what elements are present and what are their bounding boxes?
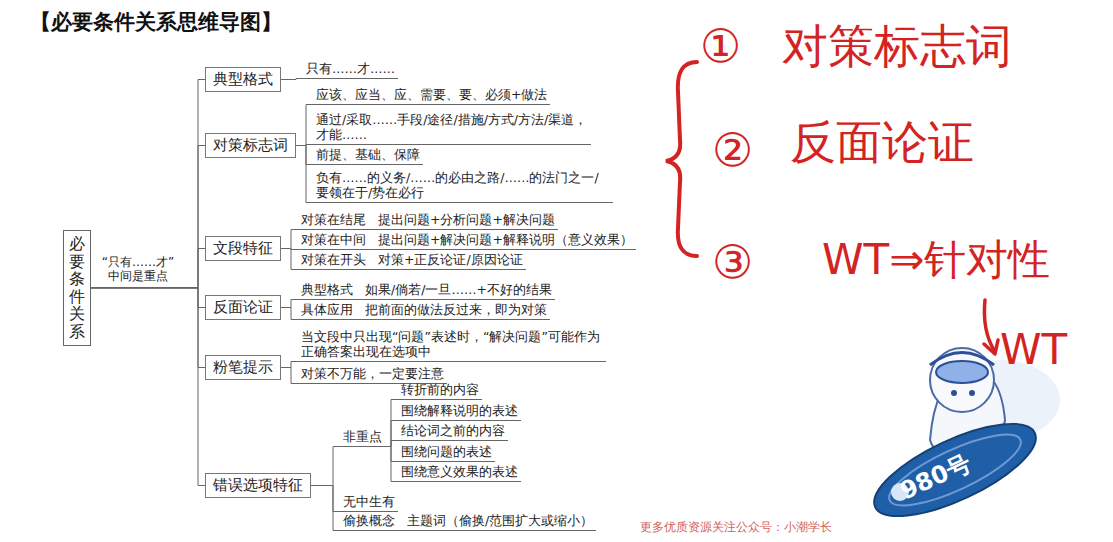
- branch-note: “只有……才” 中间是重点: [92, 255, 184, 283]
- leaf-item: 前提、基础、保障: [313, 147, 423, 165]
- node-body: 主题词（偷换/范围扩大或缩小）: [407, 513, 593, 528]
- node-text: 无中生有: [343, 494, 395, 509]
- red-arrow: [984, 300, 994, 350]
- node-text: 对策在开头: [301, 252, 366, 267]
- leaf-item: 无中生有: [340, 494, 398, 512]
- node-text: 对策不万能，一定要注意: [301, 366, 444, 381]
- branch-connector: [385, 421, 398, 447]
- branch-box: 文段特征: [205, 236, 281, 261]
- mascot: [863, 348, 1060, 534]
- node-text: 反面论证: [213, 298, 273, 316]
- branch-connector: [385, 400, 398, 447]
- leaf-item: 围绕解释说明的表述: [398, 403, 521, 421]
- leaf-item: 围绕意义效果的表述: [398, 464, 521, 482]
- handwritten-number: ③: [712, 236, 753, 288]
- node-text: 通过/采取……手段/途径/措施/方式/方法/渠道，才能……: [316, 112, 587, 142]
- leaf-item: 当文段中只出现“问题”表述时，“解决问题”可能作为正确答案出现在选项中: [298, 329, 606, 362]
- node-text: 必要条件关系: [69, 235, 85, 341]
- handwritten-note: WT: [1000, 326, 1067, 374]
- node-text: 只有……才……: [306, 61, 395, 76]
- node-text: 当文段中只出现“问题”表述时，“解决问题”可能作为正确答案出现在选项中: [301, 329, 600, 359]
- handwritten-note: 反面论证: [790, 116, 974, 168]
- branch-connector: [91, 146, 205, 288]
- node-text: 对策在结尾: [301, 212, 366, 227]
- leaf-item: 负有……的义务/……的必由之路/……的法门之一/要领在于/势在必行: [313, 170, 613, 203]
- branch-connector: [281, 79, 303, 80]
- node-text: 结论词之前的内容: [401, 423, 505, 438]
- node-text: 对策标志词: [213, 136, 288, 154]
- node-body: 如果/倘若/一旦……+不好的结果: [365, 282, 552, 297]
- branch-box: 粉笔提示: [205, 355, 281, 380]
- watermark: 更多优质资源关注公众号：小潮学长: [640, 520, 832, 534]
- leaf-item: 偷换概念主题词（偷换/范围扩大或缩小）: [340, 513, 596, 531]
- node-text: 转折前的内容: [401, 382, 479, 397]
- branch-connector: [296, 146, 313, 165]
- node-text: 前提、基础、保障: [316, 147, 420, 162]
- leaf-item: 对策在开头对策+正反论证/原因论证: [298, 252, 526, 270]
- branch-connector: [91, 80, 205, 288]
- leaf-item: 对策在结尾提出问题+分析问题+解决问题: [298, 212, 558, 230]
- branch-connector: [281, 362, 298, 368]
- leaf-item: 对策在中间提出问题+解决问题+解释说明（意义效果）: [298, 232, 636, 250]
- leaf-item: 转折前的内容: [398, 382, 482, 400]
- branch-connector: [91, 288, 205, 368]
- node-text: 文段特征: [213, 239, 273, 257]
- branch-box: 错误选项特征: [205, 473, 311, 498]
- branch-connector: [281, 308, 298, 320]
- branch-connector: [281, 300, 298, 308]
- branch-connector: [385, 447, 398, 482]
- handwritten-note: 对策标志词: [782, 20, 1012, 72]
- node-text: 典型格式: [301, 282, 353, 297]
- node-body: 把前面的做法反过来，即为对策: [365, 302, 547, 317]
- red-arrowhead: [984, 340, 998, 354]
- red-brace: [666, 62, 697, 256]
- leaf-item: 围绕问题的表述: [398, 444, 495, 462]
- node-text: 粉笔提示: [213, 358, 273, 376]
- branch-connector: [281, 230, 298, 249]
- handwritten-note: WT⇒针对性: [822, 236, 1050, 284]
- leaf-item: 应该、应当、应、需要、要、必须+做法: [313, 87, 550, 105]
- node-text: 围绕意义效果的表述: [401, 464, 518, 479]
- sub-branch: 非重点: [340, 429, 385, 447]
- branch-connector: [91, 288, 205, 308]
- leaf-item: 结论词之前的内容: [398, 423, 508, 441]
- leaf-item: 只有……才……: [303, 61, 398, 79]
- node-text: 非重点: [343, 429, 382, 444]
- branch-connector: [91, 288, 205, 486]
- branch-connector: [311, 486, 340, 512]
- node-body: 提出问题+解决问题+解释说明（意义效果）: [378, 232, 633, 247]
- handwritten-number: ②: [712, 124, 753, 176]
- node-text: 具体应用: [301, 302, 353, 317]
- leaf-item: 具体应用把前面的做法反过来，即为对策: [298, 302, 550, 320]
- branch-connector: [91, 249, 205, 288]
- leaf-item: 通过/采取……手段/途径/措施/方式/方法/渠道，才能……: [313, 112, 591, 145]
- node-text: 典型格式: [213, 70, 273, 88]
- branch-connector: [281, 368, 298, 384]
- node-text: 围绕解释说明的表述: [401, 403, 518, 418]
- handwritten-number: ①: [700, 20, 741, 72]
- branch-connector: [385, 441, 398, 447]
- node-text: 围绕问题的表述: [401, 444, 492, 459]
- leaf-item: 典型格式如果/倘若/一旦……+不好的结果: [298, 282, 555, 300]
- branch-box: 对策标志词: [205, 133, 296, 158]
- branch-connector: [281, 249, 298, 270]
- root-box: 必要条件关系: [63, 230, 91, 346]
- board-number: 980号: [895, 447, 976, 507]
- node-text: 偷换概念: [343, 513, 395, 528]
- branch-connector: [311, 447, 340, 486]
- node-body: 提出问题+分析问题+解决问题: [378, 212, 555, 227]
- branch-box: 反面论证: [205, 295, 281, 320]
- node-text: 对策在中间: [301, 232, 366, 247]
- branch-connector: [296, 105, 313, 146]
- diagram-title: 【必要条件关系思维导图】: [30, 8, 282, 36]
- node-text: 应该、应当、应、需要、要、必须+做法: [316, 87, 547, 102]
- branch-box: 典型格式: [205, 67, 281, 92]
- node-text: 负有……的义务/……的必由之路/……的法门之一/要领在于/势在必行: [316, 170, 599, 200]
- node-body: 对策+正反论证/原因论证: [378, 252, 523, 267]
- branch-connector: [296, 146, 313, 203]
- branch-connector: [311, 486, 340, 531]
- node-text: 错误选项特征: [213, 476, 303, 494]
